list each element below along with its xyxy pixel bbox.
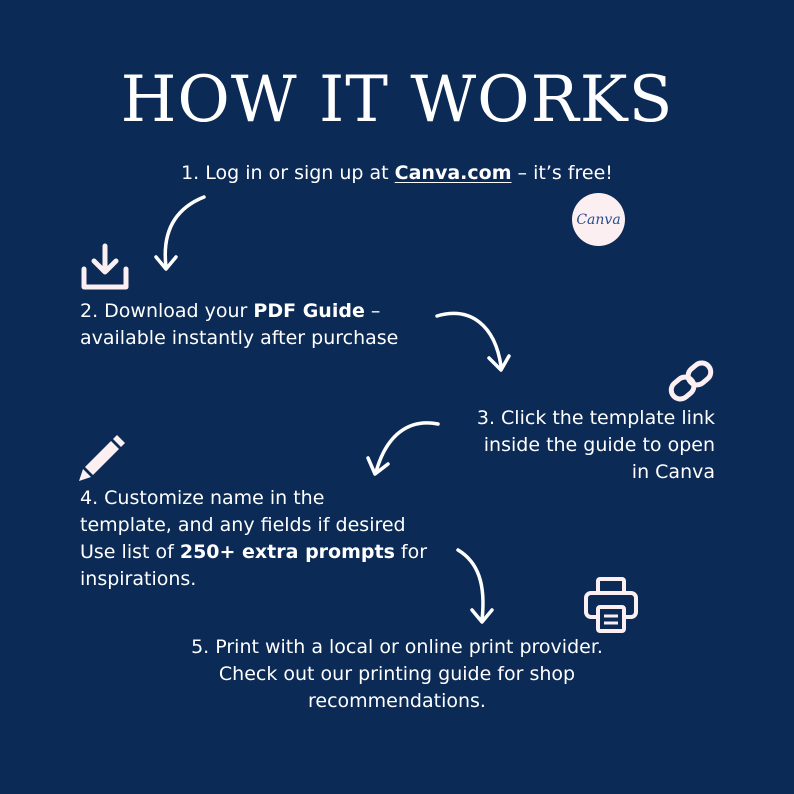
pdf-guide-label: PDF Guide [253,300,365,322]
step-3: 3. Click the template link inside the gu… [420,405,715,486]
arrow-icon [456,548,494,624]
step-4-line-3: Use list of 250+ extra prompts for [80,539,480,566]
step-3-line-2: inside the guide to open [483,434,715,456]
pencil-icon [79,435,125,481]
step-4-line-2: template, and any fields if desired [80,514,406,536]
step-1-text-post: – it’s free! [511,162,613,184]
step-1-text-pre: 1. Log in or sign up at [181,162,395,184]
step-3-line-1: 3. Click the template link [476,407,715,429]
step-2-text-pre: 2. Download your [80,300,254,322]
step-4-line-1: 4. Customize name in the [80,487,325,509]
page-title: HOW IT WORKS [120,63,674,137]
link-icon [668,360,714,402]
arrow-icon [435,311,511,372]
step-2-line-1: 2. Download your PDF Guide – [80,298,480,325]
step-4: 4. Customize name in the template, and a… [80,485,480,593]
step-1: 1. Log in or sign up at Canva.com – it’s… [100,160,694,187]
arrow-icon [154,195,206,271]
step-5: 5. Print with a local or online print pr… [147,634,647,715]
extra-prompts-label: 250+ extra prompts [179,541,395,563]
download-icon [81,243,129,290]
step-4-line-4: inspirations. [80,568,197,590]
arrow-icon [366,421,440,476]
step-5-line-2: Check out our printing guide for shop [218,663,576,685]
step-5-line-3: recommendations. [308,690,486,712]
printer-icon [584,577,638,633]
step-4-text-pre: Use list of [80,541,180,563]
step-4-text-post: for [394,541,428,563]
canva-logo-badge: Canva [572,193,625,246]
step-3-line-3: in Canva [631,461,715,483]
step-5-line-1: 5. Print with a local or online print pr… [191,636,603,658]
step-2-text-post: – [364,300,381,322]
step-2-line-2: available instantly after purchase [80,327,399,349]
canva-link[interactable]: Canva.com [394,162,512,184]
step-2: 2. Download your PDF Guide – available i… [80,298,480,352]
canva-logo-text: Canva [576,211,621,228]
